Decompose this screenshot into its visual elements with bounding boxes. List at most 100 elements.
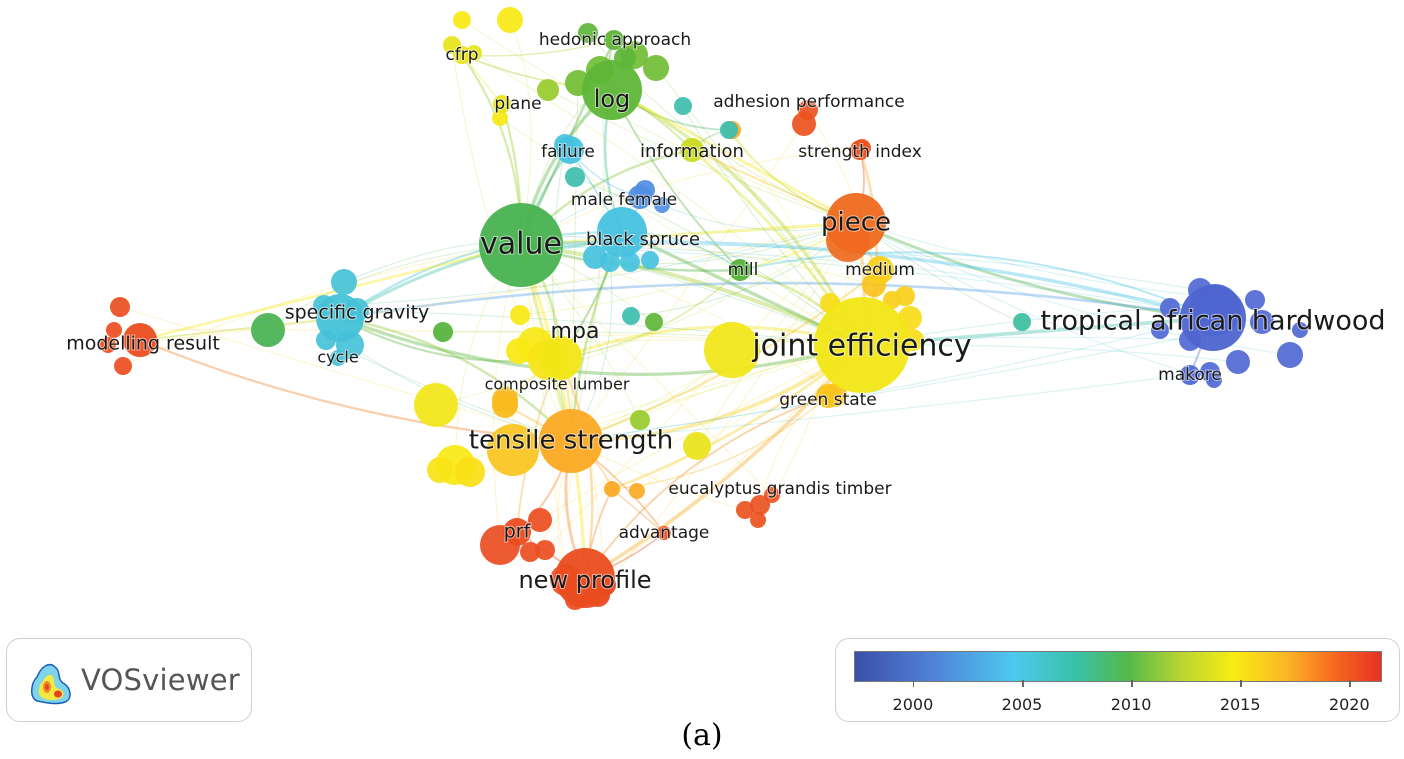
node-tensile-strength[interactable] (539, 409, 603, 473)
minor-node[interactable] (565, 167, 585, 187)
minor-node[interactable] (433, 322, 453, 342)
node-male-female[interactable] (628, 185, 652, 209)
label-mpa[interactable]: mpa (550, 318, 601, 345)
node-adhesion-performance[interactable] (720, 121, 738, 139)
minor-node[interactable] (1226, 350, 1250, 374)
minor-node[interactable] (1277, 342, 1303, 368)
node-eucalyptus-grandis-timber[interactable] (604, 481, 620, 497)
node-prf[interactable] (503, 518, 531, 546)
minor-node[interactable] (535, 540, 555, 560)
minor-node[interactable] (1292, 322, 1308, 338)
label-mill[interactable]: mill (727, 259, 760, 281)
label-green-state[interactable]: green state (778, 389, 878, 411)
minor-node[interactable] (100, 337, 116, 353)
node-hedonic-approach[interactable] (604, 30, 624, 50)
label-strength-index[interactable]: strength index (797, 141, 923, 163)
label-modelling-result[interactable]: modelling result (65, 332, 221, 356)
minor-node[interactable] (620, 252, 640, 272)
minor-node[interactable] (654, 197, 670, 213)
minor-node[interactable] (528, 508, 552, 532)
label-adhesion-performance[interactable]: adhesion performance (712, 91, 905, 113)
minor-node[interactable] (455, 457, 485, 487)
minor-node[interactable] (453, 11, 471, 29)
minor-node[interactable] (578, 23, 598, 43)
node-piece[interactable] (826, 193, 886, 253)
minor-node[interactable] (750, 495, 770, 515)
minor-node[interactable] (497, 7, 523, 33)
label-cycle[interactable]: cycle (316, 347, 359, 368)
label-tropical-african-hardwood[interactable]: tropical african hardwood (1039, 305, 1386, 338)
node-mill[interactable] (729, 259, 751, 281)
minor-node[interactable] (1013, 313, 1031, 331)
label-information[interactable]: information (639, 140, 745, 163)
minor-node[interactable] (1245, 290, 1265, 310)
label-prf[interactable]: prf (503, 520, 533, 544)
node-strength-index[interactable] (850, 140, 870, 160)
minor-node[interactable] (520, 542, 540, 562)
node-mpa[interactable] (538, 336, 582, 380)
minor-node[interactable] (645, 313, 663, 331)
label-specific-gravity[interactable]: specific gravity (284, 301, 431, 325)
minor-node[interactable] (110, 297, 130, 317)
minor-node[interactable] (764, 487, 780, 503)
minor-node[interactable] (331, 269, 357, 295)
label-tensile-strength[interactable]: tensile strength (468, 425, 674, 457)
network-map[interactable]: value joint efficiency tropical african ha… (0, 0, 1404, 630)
minor-node[interactable] (1160, 298, 1180, 318)
node-joint-efficiency[interactable] (814, 297, 910, 393)
minor-node[interactable] (537, 79, 559, 101)
minor-node[interactable] (629, 483, 645, 499)
label-male-female[interactable]: male female (570, 189, 678, 211)
label-makore[interactable]: makore (1157, 364, 1223, 386)
label-value[interactable]: value (479, 226, 563, 263)
minor-node[interactable] (630, 410, 650, 430)
minor-node[interactable] (674, 97, 692, 115)
minor-node[interactable] (622, 307, 640, 325)
node-makore[interactable] (1180, 365, 1200, 385)
minor-node[interactable] (487, 424, 539, 476)
minor-node[interactable] (641, 251, 659, 269)
node-failure[interactable] (556, 136, 584, 164)
minor-node[interactable] (1206, 372, 1222, 388)
node-specific-gravity[interactable] (316, 294, 364, 342)
minor-node[interactable] (427, 457, 453, 483)
node-log[interactable] (582, 60, 642, 120)
label-medium[interactable]: medium (844, 259, 916, 281)
minor-node[interactable] (600, 252, 620, 272)
label-joint-efficiency[interactable]: joint efficiency (750, 328, 972, 365)
node-composite-lumber[interactable] (492, 392, 518, 418)
minor-node[interactable] (798, 100, 818, 120)
node-new-profile[interactable] (555, 548, 615, 608)
minor-node[interactable] (492, 110, 508, 126)
label-cfrp[interactable]: cfrp (444, 44, 479, 66)
label-piece[interactable]: piece (820, 207, 892, 239)
label-advantage[interactable]: advantage (618, 522, 711, 544)
label-hedonic-approach[interactable]: hedonic approach (538, 29, 692, 51)
node-black-spruce[interactable] (597, 207, 647, 257)
node-green-state[interactable] (816, 384, 840, 408)
label-black-spruce[interactable]: black spruce (585, 228, 701, 251)
node-plane[interactable] (493, 95, 511, 113)
minor-node[interactable] (1151, 321, 1169, 339)
minor-node[interactable] (106, 322, 122, 338)
minor-node[interactable] (510, 305, 530, 325)
node-cfrp[interactable] (453, 46, 471, 64)
minor-node[interactable] (1250, 310, 1274, 334)
minor-node[interactable] (750, 512, 766, 528)
minor-node[interactable] (643, 55, 669, 81)
node-advantage[interactable] (657, 526, 671, 540)
node-medium[interactable] (866, 256, 894, 284)
label-log[interactable]: log (593, 84, 632, 114)
node-cycle[interactable] (330, 350, 346, 366)
minor-node[interactable] (683, 432, 711, 460)
label-plane[interactable]: plane (493, 93, 542, 115)
minor-node[interactable] (251, 313, 285, 347)
node-tropical-african-hardwood[interactable] (1180, 285, 1246, 351)
minor-node[interactable] (114, 357, 132, 375)
minor-node[interactable] (704, 322, 760, 378)
node-modelling-result[interactable] (123, 323, 157, 357)
label-composite-lumber[interactable]: composite lumber (484, 374, 631, 395)
label-failure[interactable]: failure (540, 141, 596, 163)
node-information[interactable] (680, 138, 704, 162)
label-eucalyptus-grandis-timber[interactable]: eucalyptus grandis timber (667, 478, 892, 500)
